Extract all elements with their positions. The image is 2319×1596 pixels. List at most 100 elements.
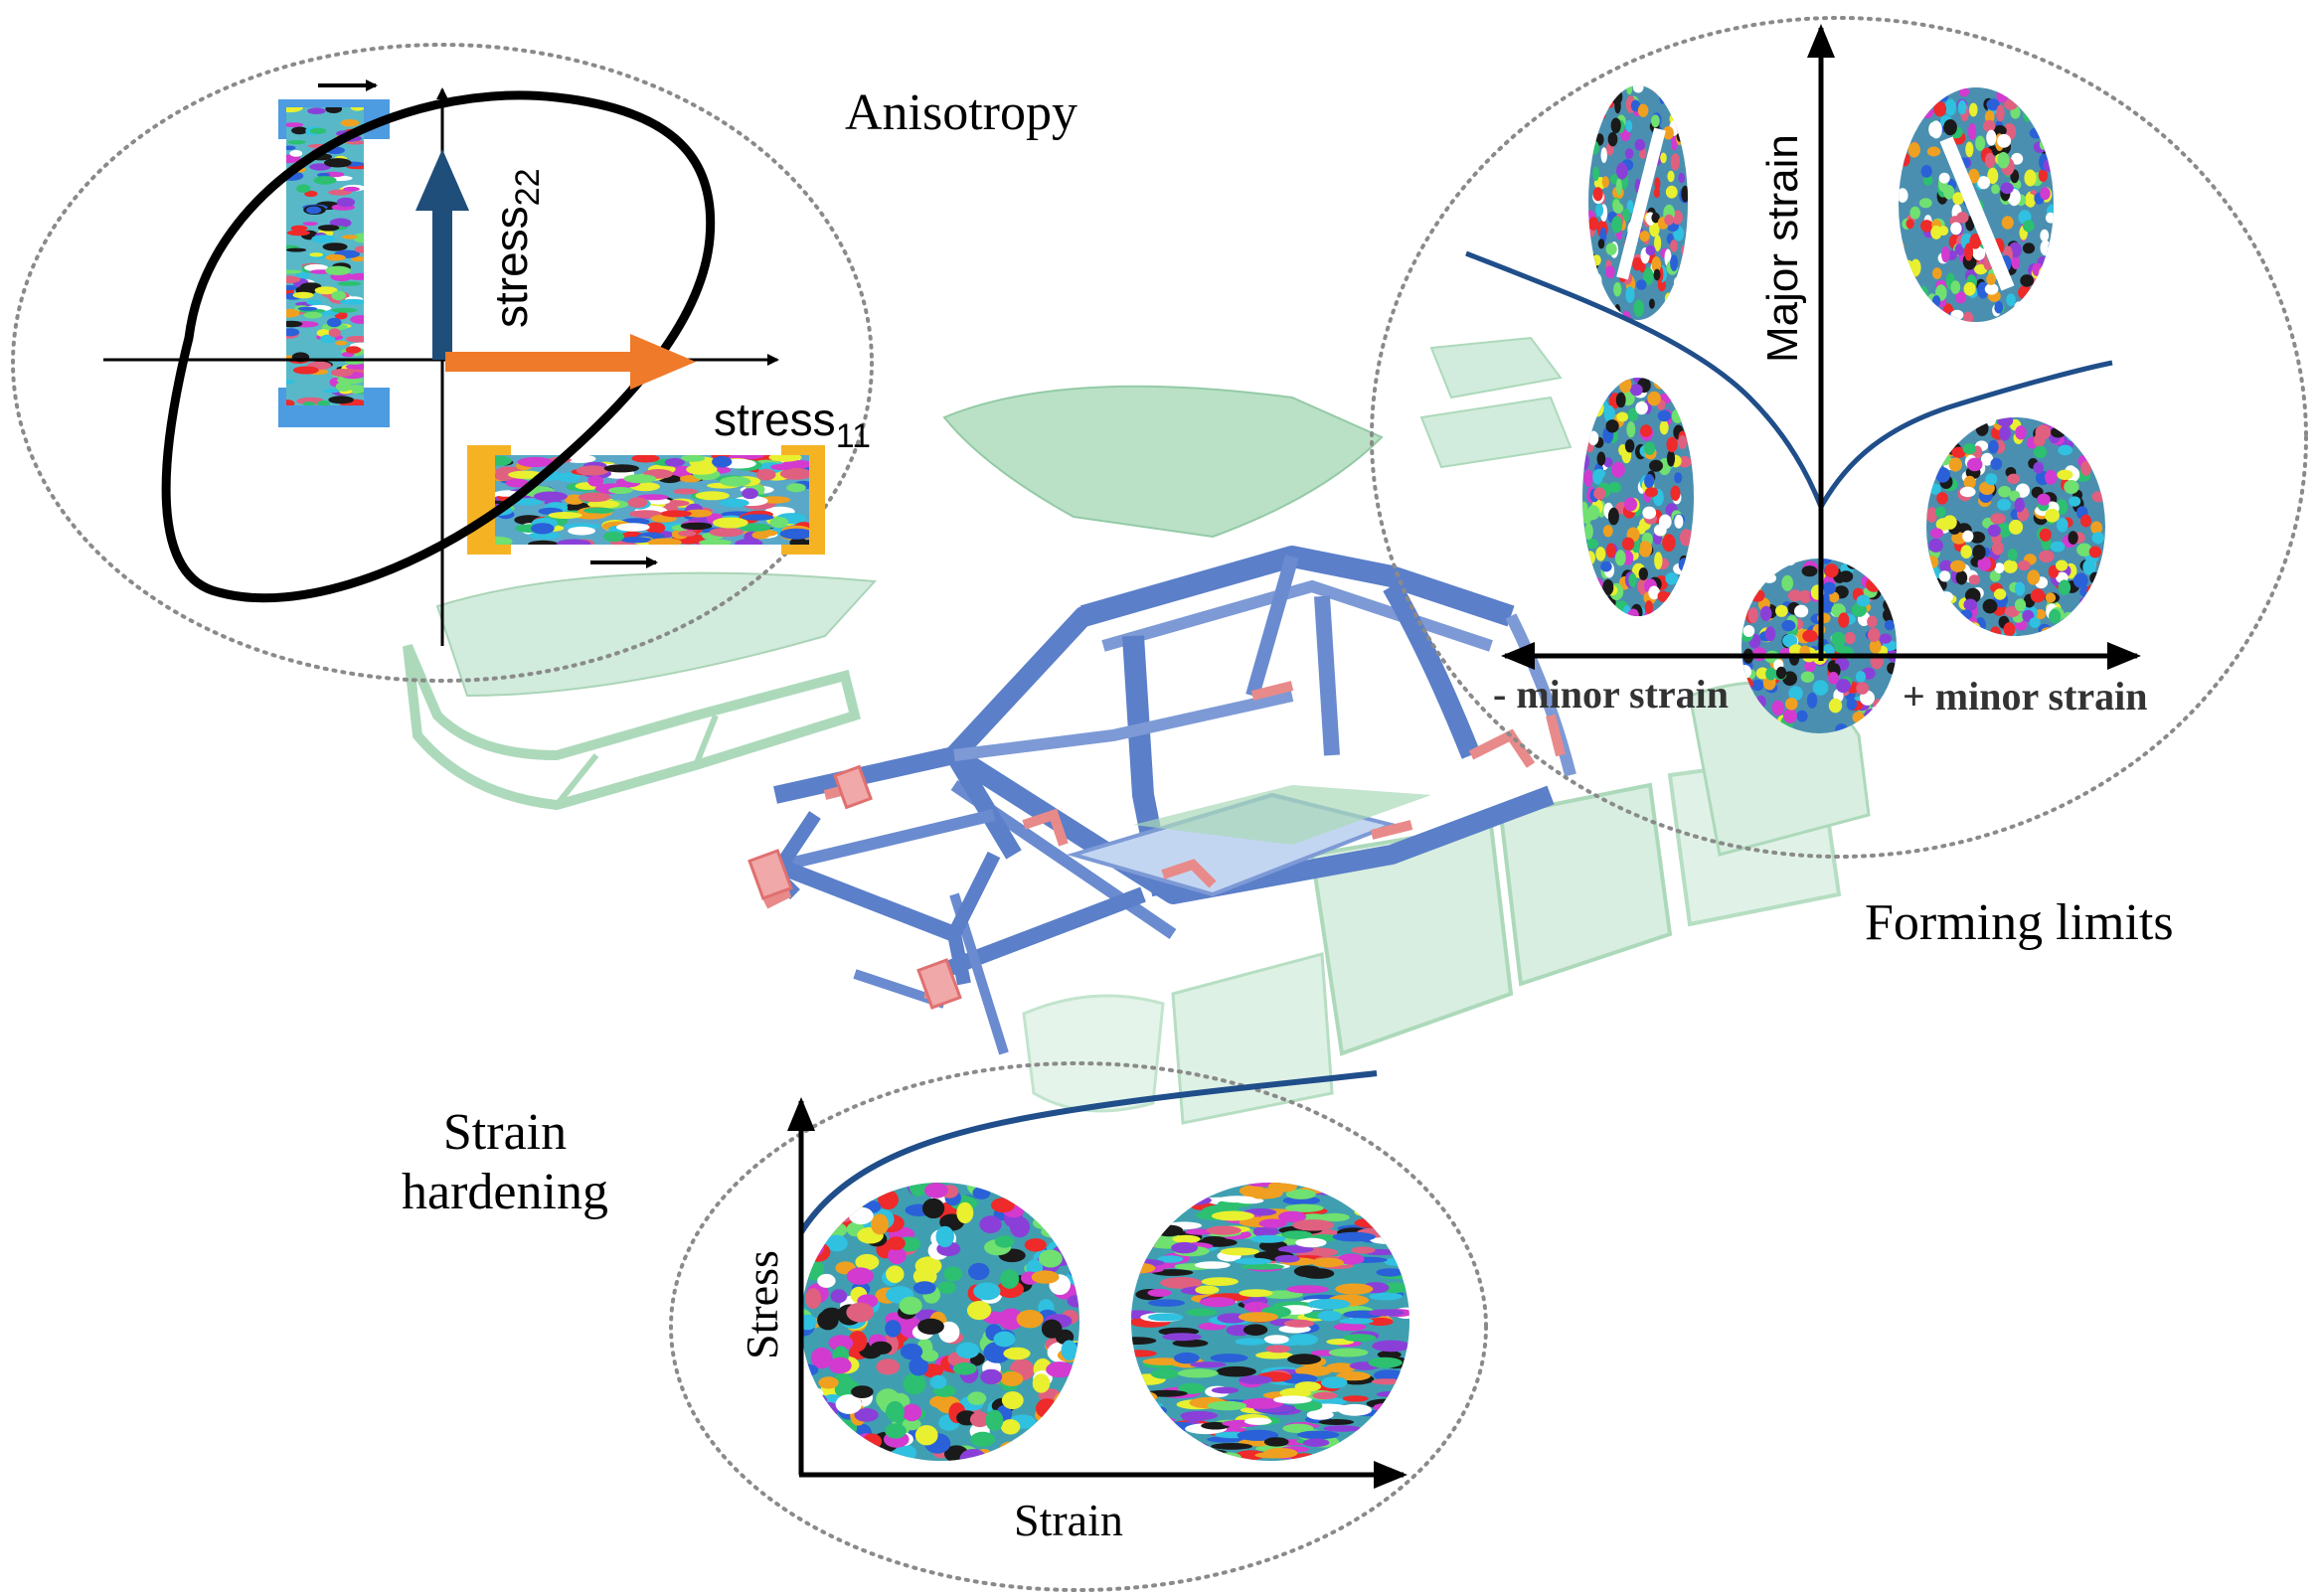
- grain-texture-mark: [324, 158, 352, 168]
- grain-texture-mark: [1595, 547, 1606, 561]
- grain-texture-mark: [1653, 378, 1667, 390]
- grain-texture-mark: [1061, 1340, 1077, 1360]
- grain-texture-mark: [1379, 1213, 1409, 1226]
- grain-texture-mark: [1614, 550, 1626, 566]
- grain-texture-mark: [1588, 217, 1599, 231]
- grain-texture-mark: [1670, 295, 1682, 309]
- grain-texture-mark: [1653, 268, 1661, 281]
- grain-texture-mark: [1681, 185, 1688, 203]
- grain-texture-mark: [620, 537, 653, 544]
- grain-texture-mark: [1068, 1451, 1079, 1461]
- grain-texture-mark: [1937, 613, 1952, 628]
- grain-texture-mark: [786, 483, 806, 493]
- grain-texture-mark: [1968, 574, 1981, 585]
- grain-texture-mark: [801, 1415, 819, 1437]
- grain-texture-mark: [2083, 594, 2094, 609]
- grain-texture-mark: [1658, 514, 1672, 530]
- grain-texture-mark: [1952, 192, 1965, 206]
- grain-texture-mark: [1000, 1269, 1020, 1289]
- grain-texture-mark: [1855, 671, 1867, 683]
- grain-texture-mark: [1265, 1345, 1291, 1354]
- grain-texture-mark: [587, 500, 620, 509]
- grain-texture-mark: [1904, 96, 1914, 113]
- grain-texture-mark: [2082, 559, 2096, 575]
- grain-texture-mark: [306, 206, 322, 215]
- grain-texture-mark: [1626, 421, 1636, 438]
- grain-texture-mark: [1802, 629, 1818, 643]
- grain-texture-mark: [2074, 418, 2089, 435]
- grain-texture-mark: [1616, 162, 1628, 180]
- grain-texture-mark: [1307, 1299, 1351, 1310]
- grain-texture-mark: [286, 122, 304, 127]
- grain-texture-mark: [1582, 576, 1593, 594]
- grain-texture-mark: [1902, 293, 1915, 311]
- grain-texture-mark: [2048, 564, 2060, 578]
- strain-hardening-title-line2: hardening: [402, 1164, 608, 1220]
- grain-texture-mark: [2044, 306, 2054, 322]
- grain-texture-mark: [970, 1431, 996, 1447]
- grain-texture-mark: [1238, 1312, 1278, 1323]
- grain-texture-mark: [1335, 1283, 1374, 1295]
- grain-texture-mark: [1903, 110, 1911, 124]
- grain-texture-mark: [637, 494, 669, 501]
- grain-texture-mark: [1273, 1395, 1312, 1404]
- grain-texture-mark: [1342, 1190, 1380, 1199]
- grain-texture-mark: [340, 119, 360, 127]
- grain-texture-mark: [1186, 1448, 1230, 1460]
- grain-texture-mark: [1588, 121, 1593, 136]
- grain-texture-mark: [2030, 588, 2046, 603]
- grain-texture-mark: [1206, 1225, 1242, 1235]
- plus-minor-strain-label: + minor strain: [1903, 674, 2148, 718]
- grain-texture-mark: [1284, 1203, 1324, 1212]
- grain-texture-mark: [1977, 176, 1990, 190]
- grain-texture-mark: [2036, 91, 2050, 105]
- grain-texture-mark: [1764, 626, 1776, 642]
- grain-texture-mark: [684, 509, 713, 518]
- grain-texture-mark: [1781, 574, 1794, 591]
- grain-texture-mark: [1920, 106, 1934, 119]
- grain-texture-mark: [1651, 212, 1660, 224]
- grain-texture-mark: [337, 281, 362, 286]
- grain-texture-mark: [291, 126, 308, 135]
- grain-texture-mark: [2091, 587, 2105, 598]
- grain-texture-mark: [1131, 1217, 1151, 1228]
- grain-texture-mark: [1936, 492, 1948, 505]
- grain-texture-mark: [2090, 439, 2105, 453]
- grain-texture-mark: [909, 1357, 929, 1376]
- grain-texture-mark: [1955, 570, 1968, 585]
- grain-texture-mark: [1320, 1376, 1348, 1389]
- grain-texture-mark: [2014, 581, 2026, 596]
- grain-texture-mark: [1859, 559, 1876, 571]
- grain-texture-mark: [335, 340, 348, 346]
- grain-texture-mark: [1263, 1437, 1289, 1447]
- grain-texture-mark: [1218, 1196, 1256, 1203]
- grain-texture-mark: [1036, 1398, 1059, 1419]
- grain-texture-mark: [1595, 133, 1604, 146]
- grain-texture-mark: [1872, 727, 1888, 733]
- grain-texture-mark: [1342, 1395, 1369, 1402]
- grain-texture-mark: [1943, 119, 1957, 136]
- grain-texture-mark: [1926, 627, 1938, 636]
- grain-texture-mark: [1963, 281, 1976, 296]
- grain-texture-mark: [314, 286, 338, 295]
- grain-texture-mark: [862, 1433, 883, 1450]
- grain-texture-mark: [2050, 541, 2066, 553]
- grain-texture-mark: [810, 1347, 833, 1369]
- grain-texture-mark: [1924, 307, 1936, 322]
- grain-texture-mark: [2014, 301, 2025, 315]
- grain-texture-mark: [615, 523, 650, 532]
- forming-limits-title: Forming limits: [1865, 894, 2174, 951]
- grain-texture-mark: [1659, 420, 1669, 435]
- grain-texture-mark: [1241, 1263, 1285, 1270]
- grain-texture-mark: [1592, 90, 1601, 102]
- grain-texture-mark: [1628, 572, 1637, 588]
- grain-texture-mark: [1926, 599, 1937, 615]
- grain-texture-mark: [528, 532, 562, 540]
- grain-texture-mark: [1796, 710, 1808, 722]
- grain-texture-mark: [1926, 507, 1937, 523]
- grain-texture-mark: [342, 235, 358, 239]
- grain-texture-mark: [1325, 1362, 1356, 1373]
- grain-texture-mark: [1642, 506, 1657, 520]
- grain-texture-mark: [1990, 457, 2003, 470]
- grain-texture-mark: [1137, 1197, 1182, 1210]
